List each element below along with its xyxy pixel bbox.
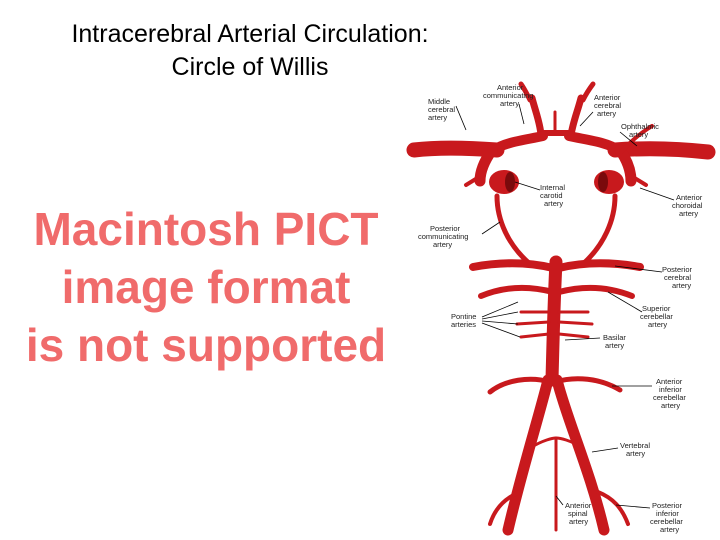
label-posterior-inferior-cerebellar: Posterior inferior cerebellar artery (650, 501, 685, 534)
placeholder-line-3: is not supported (25, 319, 387, 371)
placeholder-line-1: Macintosh PICT (33, 203, 379, 255)
label-pontine: Pontine arteries (451, 312, 479, 329)
placeholder-line-2: image format (61, 261, 351, 313)
slide-title-line-2: Circle of Willis (171, 53, 329, 81)
label-anterior-communicating: Anterior communicating artery (483, 83, 536, 108)
label-internal-carotid: Internal carotid artery (540, 183, 567, 208)
label-vertebral: Vertebral artery (620, 441, 652, 458)
artery-labels: Anterior communicating artery Middle cer… (418, 83, 705, 534)
label-leader-lines (455, 103, 675, 509)
label-anterior-inferior-cerebellar: Anterior inferior cerebellar artery (653, 377, 688, 410)
label-posterior-cerebral: Posterior cerebral artery (662, 265, 694, 290)
label-ophthalmic: Ophthalmic artery (621, 122, 661, 139)
label-anterior-choroidal: Anterior choroidal artery (672, 193, 705, 218)
label-basilar: Basilar artery (603, 333, 628, 350)
label-posterior-communicating: Posterior communicating artery (418, 224, 471, 249)
slide-title-line-1: Intracerebral Arterial Circulation: (71, 20, 429, 48)
unsupported-image-placeholder: Macintosh PICT image format is not suppo… (0, 200, 412, 374)
slide-title: Intracerebral Arterial Circulation: Circ… (0, 18, 500, 84)
label-superior-cerebellar: Superior cerebellar artery (640, 304, 675, 329)
label-middle-cerebral: Middle cerebral artery (428, 97, 457, 122)
label-anterior-cerebral: Anterior cerebral artery (594, 93, 623, 118)
label-anterior-spinal: Anterior spinal artery (565, 501, 593, 526)
artery-drawing (406, 81, 716, 536)
